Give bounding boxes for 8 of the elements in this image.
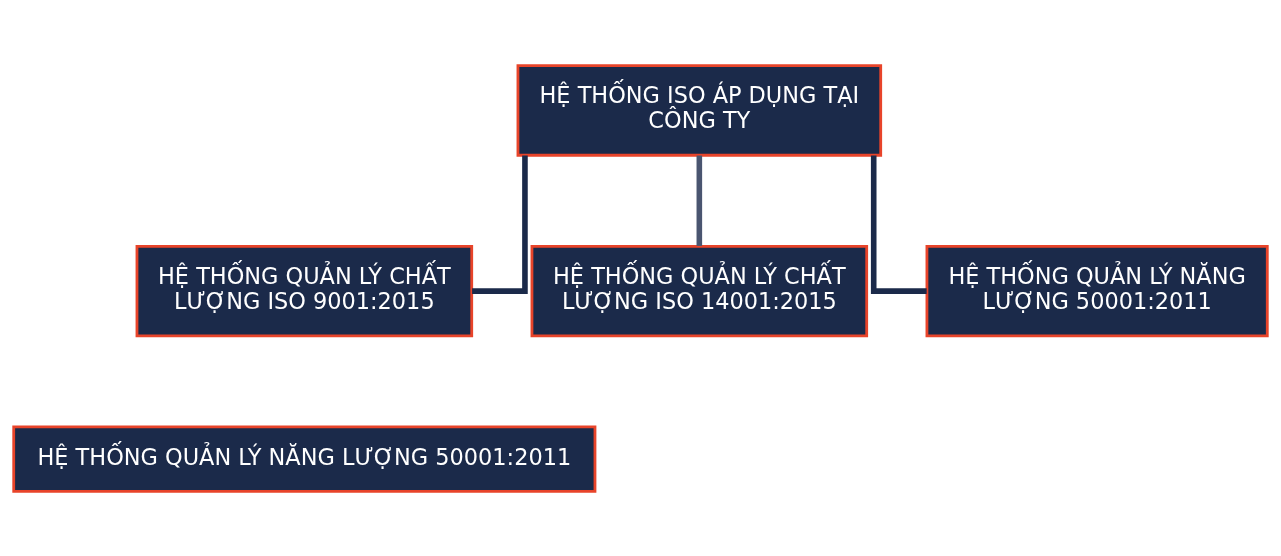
node-box: HỆ THỐNG QUẢN LÝ CHẤT LƯỢNG ISO 9001:2015 — [135, 244, 474, 337]
connector — [472, 155, 528, 294]
connector — [870, 155, 927, 294]
node-box: HỆ THỐNG QUẢN LÝ NĂNG LƯỢNG 50001:2011 — [925, 244, 1269, 337]
node-box: HỆ THỐNG QUẢN LÝ NĂNG LƯỢNG 50001:2011 — [12, 425, 597, 493]
connector — [696, 155, 703, 246]
node-box: HỆ THỐNG ISO ÁP DỤNG TẠI CÔNG TY — [516, 63, 883, 157]
node-box: HỆ THỐNG QUẢN LÝ CHẤT LƯỢNG ISO 14001:2015 — [530, 244, 869, 337]
